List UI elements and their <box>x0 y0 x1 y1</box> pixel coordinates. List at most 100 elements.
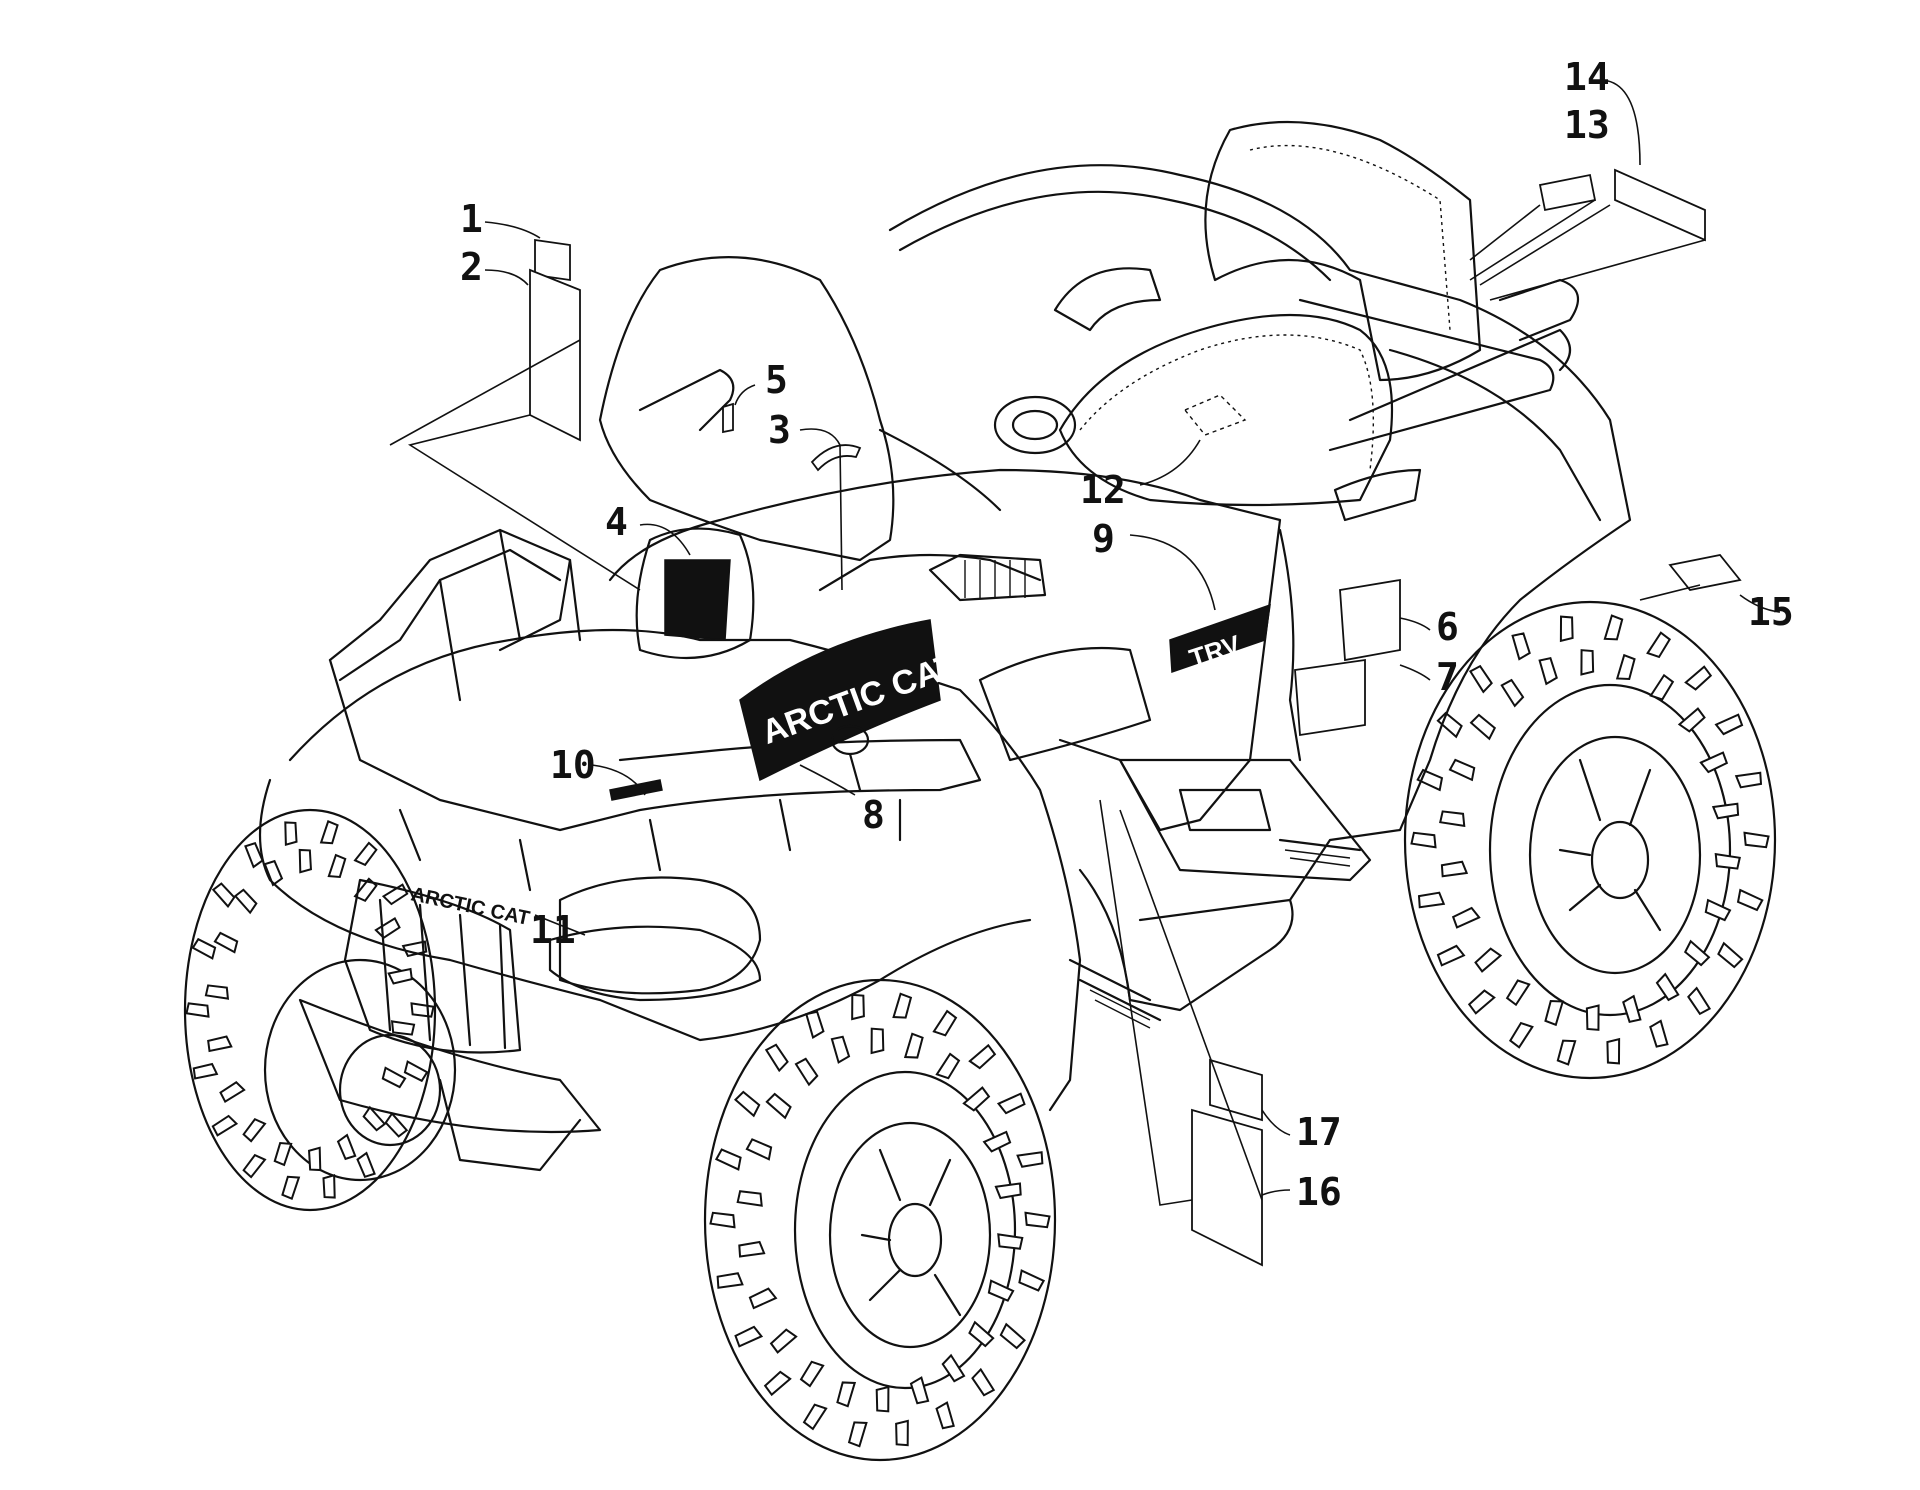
tire-tread-block <box>298 848 312 874</box>
tire-tread-block <box>213 931 239 954</box>
tire-tread-block <box>1704 898 1732 922</box>
tire-tread-block <box>799 1360 825 1388</box>
tire-tread-block <box>319 819 339 845</box>
tire-tread-block <box>390 1020 416 1036</box>
tire-tread-block <box>1603 614 1624 641</box>
decal-15 <box>1668 554 1742 591</box>
tire-tread-block <box>941 1353 966 1383</box>
tire-tread-block <box>1538 657 1558 686</box>
tire-tread-block <box>745 1138 773 1161</box>
leader-lines <box>389 79 1781 1206</box>
tire-tread-block <box>211 1114 239 1137</box>
tire-tread-block <box>1649 1019 1669 1048</box>
callout-9: 9 <box>1092 517 1115 561</box>
callout-8: 8 <box>862 793 885 837</box>
tire-tread-block <box>403 1060 429 1083</box>
tire-tread-block <box>1655 972 1680 1002</box>
tire-tread-block <box>284 821 298 847</box>
tire-tread-block <box>709 1211 736 1229</box>
decal-7 <box>1294 658 1366 737</box>
tire-tread-block <box>1467 989 1496 1015</box>
tire-tread-block <box>1580 649 1595 676</box>
tire-tread-block <box>1500 678 1525 708</box>
decal-3 <box>810 444 862 472</box>
tire-tread-block <box>1743 831 1770 849</box>
tire-tread-block <box>1556 1039 1577 1066</box>
tire-tread-block <box>847 1421 868 1448</box>
tire-tread-block <box>1448 758 1476 782</box>
tire-tread-block <box>374 917 401 940</box>
front-right-wheel <box>703 978 1057 1462</box>
tire-tread-block <box>764 1043 789 1073</box>
grille-logo-text: ARCTIC CAT <box>409 883 532 930</box>
tire-tread-block <box>1717 941 1744 969</box>
tire-tread-block <box>185 1002 210 1018</box>
tire-tread-block <box>763 1370 792 1397</box>
tire-tread-block <box>765 1092 792 1120</box>
tire-tread-block <box>971 1367 996 1397</box>
tire-tread-block <box>982 1130 1012 1153</box>
callout-13: 13 <box>1564 103 1610 147</box>
tire-tread-block <box>242 1117 267 1143</box>
tire-tread-block <box>387 967 413 985</box>
tire-tread-block <box>1736 888 1764 912</box>
tire-tread-block <box>1436 711 1463 739</box>
tire-tread-block <box>356 1151 376 1179</box>
tire-tread-block <box>1511 632 1531 661</box>
tire-tread-block <box>1649 673 1675 701</box>
decal-14 <box>1614 168 1706 242</box>
tire-tread-block <box>714 1148 742 1171</box>
tire-tread-block <box>191 937 217 960</box>
tire-tread-block <box>1417 891 1446 909</box>
tire-tread-block <box>381 1066 407 1089</box>
callout-3: 3 <box>768 408 791 452</box>
tire-tread-block <box>322 1173 336 1199</box>
decal-2 <box>529 268 581 442</box>
callout-labels: 1 2 3 4 5 6 7 8 9 10 11 12 13 14 15 16 1… <box>460 55 1794 1214</box>
callout-1: 1 <box>460 197 483 241</box>
decal-10 <box>609 779 663 801</box>
tire-tread-block <box>1615 653 1636 681</box>
tire-tread-block <box>211 882 236 909</box>
tire-tread-block <box>1687 986 1712 1016</box>
tire-tread-block <box>273 1141 293 1167</box>
tire-tread-block <box>851 993 865 1021</box>
tire-tread-block <box>734 1325 764 1348</box>
tire-tread-block <box>1544 999 1565 1027</box>
tire-tread-block <box>308 1146 322 1172</box>
tire-tread-block <box>207 1035 233 1053</box>
tire-tread-block <box>1585 1004 1600 1031</box>
tire-tread-block <box>994 1182 1022 1200</box>
tire-tread-block <box>875 1385 890 1413</box>
tire-tread-block <box>1436 944 1466 967</box>
tire-tread-block <box>997 1233 1024 1250</box>
tire-tread-block <box>738 1240 766 1258</box>
tire-tread-block <box>909 1376 930 1405</box>
tire-tread-block <box>410 1002 435 1018</box>
decal-4 <box>664 559 731 641</box>
tire-tread-block <box>1451 906 1481 929</box>
callout-14: 14 <box>1564 55 1610 99</box>
tire-tread-block <box>1410 831 1437 849</box>
tire-tread-block <box>830 1035 851 1064</box>
decal-6 <box>1339 578 1401 662</box>
tire-tread-block <box>1474 947 1503 973</box>
tire-tread-block <box>870 1027 885 1055</box>
callout-7: 7 <box>1436 655 1459 699</box>
decal-17 <box>1209 1058 1263 1122</box>
tire-tread-block <box>1440 860 1469 878</box>
tire-tread-block <box>935 1401 955 1430</box>
decal-16 <box>1191 1108 1263 1267</box>
tire-tread-block <box>895 1419 909 1447</box>
tire-tread-block <box>892 992 913 1019</box>
tire-tread-block <box>1606 1037 1621 1065</box>
tire-tread-block <box>987 1279 1015 1302</box>
tire-tread-block <box>1622 994 1642 1023</box>
tire-tread-block <box>794 1057 819 1087</box>
tire-tread-block <box>353 877 378 903</box>
tire-tread-block <box>1016 1151 1044 1168</box>
tire-tread-block <box>1018 1269 1046 1292</box>
tire-tread-block <box>999 1322 1027 1350</box>
tire-tread-block <box>962 1086 991 1112</box>
